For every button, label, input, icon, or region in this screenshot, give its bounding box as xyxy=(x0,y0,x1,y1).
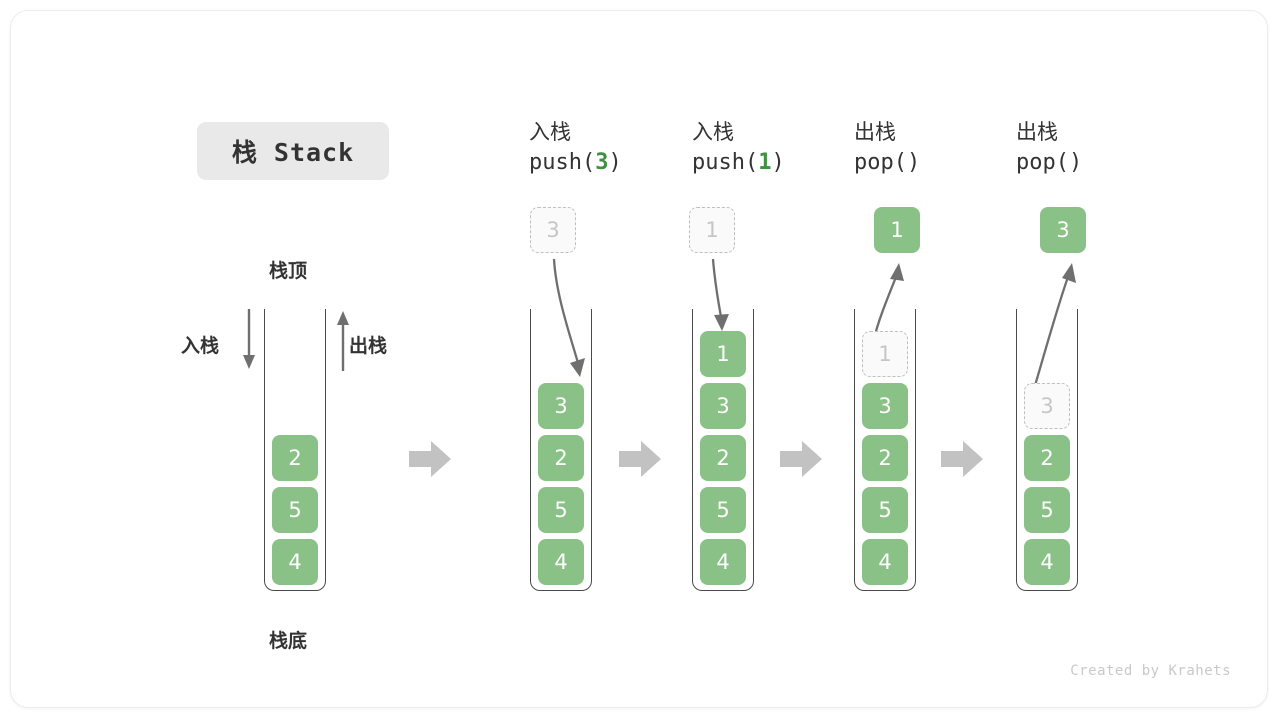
column-header-code: pop() xyxy=(1016,147,1216,179)
stack-container xyxy=(1016,309,1078,591)
stack-element: 5 xyxy=(538,487,584,533)
column-header-cn: 入栈 xyxy=(692,120,734,144)
column-header-code: pop() xyxy=(854,147,1054,179)
stack-top-label: 栈顶 xyxy=(269,260,308,282)
stack-container xyxy=(530,309,592,591)
credit-text: Created by Krahets xyxy=(1070,663,1231,679)
stack-element: 2 xyxy=(272,435,318,481)
stack-element: 4 xyxy=(700,539,746,585)
column-header-code: push(1) xyxy=(692,147,892,179)
step-arrow xyxy=(409,441,451,477)
push-flow-arrow xyxy=(711,258,729,331)
stack-element: 3 xyxy=(700,383,746,429)
stack-element: 5 xyxy=(700,487,746,533)
stack-element: 3 xyxy=(538,383,584,429)
column-header-push-1: 入栈 push(1) xyxy=(692,117,892,179)
diagram-title: 栈 Stack xyxy=(197,122,389,180)
column-header-pop-3: 出栈 pop() xyxy=(1016,117,1216,179)
stack-element: 4 xyxy=(272,539,318,585)
stack-element: 4 xyxy=(862,539,908,585)
stack-container xyxy=(692,309,754,591)
stack-element: 2 xyxy=(538,435,584,481)
stack-bottom-label: 栈底 xyxy=(269,630,308,652)
column-header-cn: 入栈 xyxy=(529,120,571,144)
push-direction-arrow xyxy=(243,309,255,369)
column-header-cn: 出栈 xyxy=(854,120,896,144)
step-arrow xyxy=(941,441,983,477)
code-suffix: ) xyxy=(771,150,785,175)
column-header-push-3: 入栈 push(3) xyxy=(529,117,729,179)
stack-element: 1 xyxy=(700,331,746,377)
floating-element-ghost: 3 xyxy=(530,207,576,253)
stack-element: 5 xyxy=(272,487,318,533)
stack-element: 2 xyxy=(1024,435,1070,481)
code-prefix: push( xyxy=(529,150,596,175)
code-argument: 1 xyxy=(758,150,772,175)
pop-side-label: 出栈 xyxy=(349,335,388,357)
column-header-pop-1: 出栈 pop() xyxy=(854,117,1054,179)
diagram-stage: 栈 Stack 栈顶 栈底 入栈 出栈 2 5 4 入栈 pu xyxy=(11,11,1267,707)
push-flow-arrow xyxy=(552,258,585,377)
stack-element: 4 xyxy=(538,539,584,585)
stack-element: 5 xyxy=(1024,487,1070,533)
floating-element-popped: 3 xyxy=(1040,207,1086,253)
stack-element-ghost: 3 xyxy=(1024,383,1070,429)
floating-element-popped: 1 xyxy=(874,207,920,253)
code-suffix: ) xyxy=(608,150,622,175)
stack-element: 3 xyxy=(862,383,908,429)
stack-container xyxy=(854,309,916,591)
stack-element: 2 xyxy=(700,435,746,481)
step-arrow xyxy=(619,441,661,477)
stack-element: 5 xyxy=(862,487,908,533)
column-header-code: push(3) xyxy=(529,147,729,179)
stack-container xyxy=(264,309,326,591)
pop-direction-arrow xyxy=(337,311,349,371)
stack-element: 2 xyxy=(862,435,908,481)
step-arrow xyxy=(780,441,822,477)
code-prefix: pop( xyxy=(1016,150,1069,175)
floating-element-ghost: 1 xyxy=(689,207,735,253)
code-suffix: ) xyxy=(906,150,921,175)
pop-flow-arrow xyxy=(1032,263,1076,390)
stack-element: 4 xyxy=(1024,539,1070,585)
stack-element-ghost: 1 xyxy=(862,331,908,377)
code-suffix: ) xyxy=(1068,150,1083,175)
column-header-cn: 出栈 xyxy=(1016,120,1058,144)
code-prefix: push( xyxy=(692,150,759,175)
code-argument: 3 xyxy=(595,150,609,175)
diagram-card: 栈 Stack 栈顶 栈底 入栈 出栈 2 5 4 入栈 pu xyxy=(10,10,1268,708)
code-prefix: pop( xyxy=(854,150,907,175)
push-side-label: 入栈 xyxy=(181,335,220,357)
